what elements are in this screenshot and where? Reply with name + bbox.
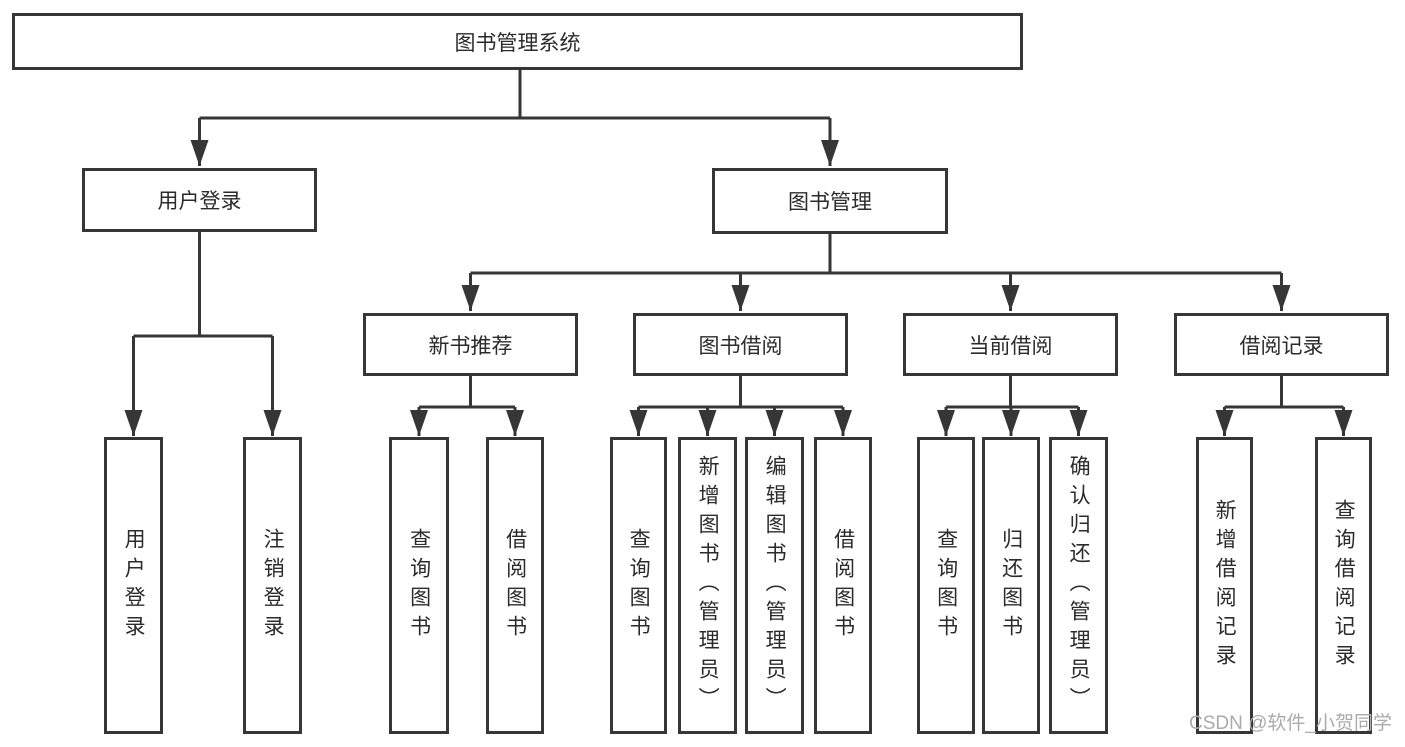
leaf-label: 借阅图书 xyxy=(831,527,855,644)
leaf-query-books-recommend: 查询图书 xyxy=(389,437,449,734)
node-book-management: 图书管理 xyxy=(712,168,948,234)
csdn-watermark: CSDN @软件_小贺同学 xyxy=(1189,713,1392,734)
leaf-label: 查询图书 xyxy=(627,527,651,644)
leaf-label: 用户登录 xyxy=(122,527,146,644)
node-new-book-recommend: 新书推荐 xyxy=(363,313,578,376)
leaf-logout: 注销登录 xyxy=(243,437,302,734)
leaf-query-books-current: 查询图书 xyxy=(917,437,975,734)
node-root: 图书管理系统 xyxy=(12,13,1023,70)
node-book-borrowing: 图书借阅 xyxy=(633,313,848,376)
node-current-borrowing: 当前借阅 xyxy=(903,313,1118,376)
leaf-add-borrow-record: 新增借阅记录 xyxy=(1196,437,1253,734)
leaf-return-books: 归还图书 xyxy=(982,437,1040,734)
node-user-login: 用户登录 xyxy=(82,168,317,232)
leaf-borrow-books-recommend: 借阅图书 xyxy=(486,437,544,734)
leaf-confirm-return-admin: 确认归还（管理员） xyxy=(1049,437,1108,734)
leaf-label: 查询借阅记录 xyxy=(1332,498,1356,673)
leaf-label: 新增借阅记录 xyxy=(1213,498,1237,673)
leaf-edit-books-admin: 编辑图书（管理员） xyxy=(745,437,804,734)
leaf-label: 确认归还（管理员） xyxy=(1067,455,1091,716)
leaf-add-books-admin: 新增图书（管理员） xyxy=(678,437,737,734)
leaf-user-login: 用户登录 xyxy=(104,437,163,734)
leaf-label: 注销登录 xyxy=(261,527,285,644)
leaf-label: 新增图书（管理员） xyxy=(696,455,720,716)
leaf-query-borrow-record: 查询借阅记录 xyxy=(1315,437,1372,734)
node-borrowing-records: 借阅记录 xyxy=(1174,313,1389,376)
leaf-label: 编辑图书（管理员） xyxy=(763,455,787,716)
leaf-label: 查询图书 xyxy=(934,527,958,644)
leaf-borrow-books: 借阅图书 xyxy=(814,437,872,734)
leaf-label: 查询图书 xyxy=(407,527,431,644)
leaf-label: 归还图书 xyxy=(999,527,1023,644)
leaf-label: 借阅图书 xyxy=(503,527,527,644)
leaf-query-books-borrow: 查询图书 xyxy=(610,437,667,734)
